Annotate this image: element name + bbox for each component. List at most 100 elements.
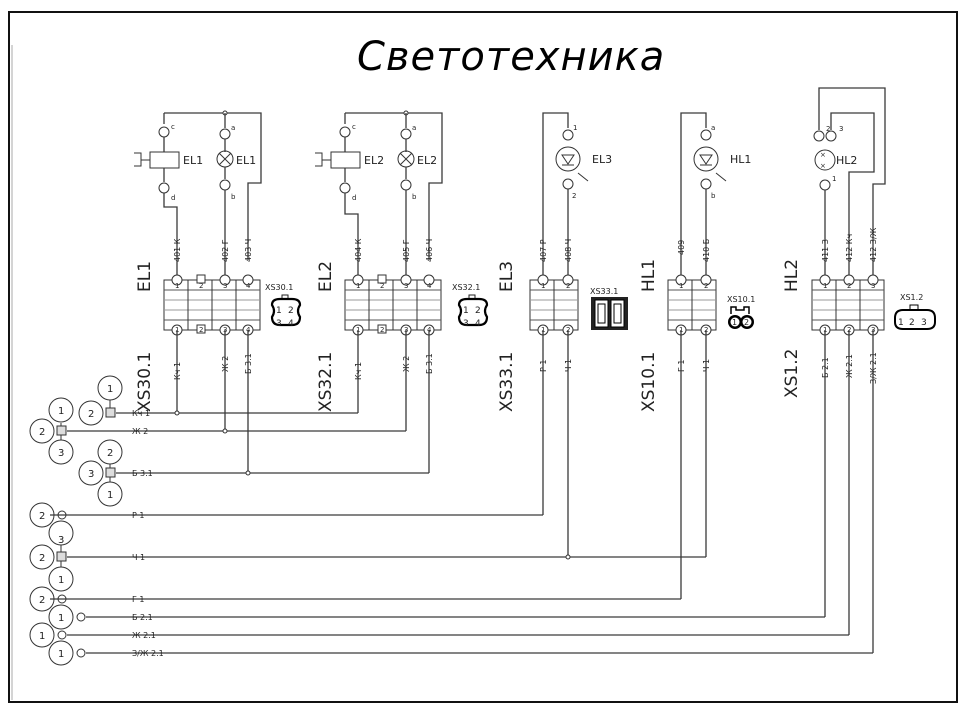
diagram-label: 411 З — [821, 239, 830, 262]
diagram-shape — [222, 428, 228, 434]
diagram-label: EL2 — [364, 154, 384, 167]
diagram-shape — [29, 418, 55, 444]
diagram-label: Р 1 — [132, 511, 144, 520]
pin-number: 2 — [380, 326, 384, 334]
diagram-shape — [565, 554, 571, 560]
junction-bubbles: 2 1 2 1 3 3 2 1 2 2 3 1 2 1 1 — [29, 375, 123, 666]
diagram-shape — [76, 612, 86, 622]
wire — [315, 152, 323, 167]
relay-coil — [330, 151, 361, 169]
diagram-label: 2 — [572, 192, 576, 200]
pin-terminal — [219, 274, 231, 286]
connector-label: XS1.2 — [782, 349, 802, 398]
wire — [218, 152, 232, 166]
diagram-shape — [97, 375, 123, 401]
diagram-shape — [339, 182, 351, 194]
diagram-shape — [78, 460, 104, 486]
connector-xs30-1: XS30.1 1 2 3 4 — [265, 283, 302, 329]
diagram-shape — [400, 128, 412, 140]
group-el2: c EL2 d a EL2 b 404 К 405 Г 406 Ч EL2 — [315, 110, 443, 292]
diagram-label: EL1 — [236, 154, 256, 167]
harness: Кч 1 Ж 2 Б 3.1 Р 1 Ч 1 Г 1 Б 2.1 Ж 2.1 З… — [50, 330, 874, 658]
diagram-shape — [561, 154, 575, 165]
pin-number: 2 — [704, 282, 708, 290]
diagram-label: a — [231, 124, 235, 132]
diagram-label: × — [820, 151, 826, 159]
diagram-label: a — [412, 124, 416, 132]
diagram-label: 403 Ч — [244, 239, 253, 262]
diagram-shape — [56, 425, 67, 436]
diagram-shape — [270, 297, 302, 327]
diagram-label: 407 Р — [539, 239, 548, 262]
wire — [134, 152, 142, 167]
diagram-shape — [742, 317, 752, 327]
diagram-label: 412 З/Ж — [869, 227, 878, 262]
pin-terminal — [242, 274, 254, 286]
diagram-label: 406 Ч — [425, 239, 434, 262]
diagram-shape — [48, 520, 74, 546]
diagram-shape — [105, 467, 116, 478]
diagram-label: a — [711, 124, 715, 132]
diagram-label: b — [412, 193, 417, 201]
diagram-label: 2 — [39, 427, 45, 438]
diagram-shape — [29, 502, 55, 528]
diagram-label: 401 К — [173, 238, 182, 262]
diagram-shape — [48, 566, 74, 592]
wire — [577, 172, 589, 182]
pin-number: 4 — [246, 282, 251, 290]
diagram-label: XS32.1 — [452, 283, 480, 292]
diagram-label: 4 — [288, 319, 294, 329]
diagram-label: Б 2.1 — [132, 613, 153, 622]
diagram-label: 1 — [276, 306, 282, 316]
diagram-shape — [613, 303, 622, 324]
led-icon — [555, 146, 581, 172]
diagram-label: HL1 — [730, 153, 751, 166]
diagram-label: 2 — [826, 125, 830, 133]
diagram-shape — [825, 130, 837, 142]
pin-terminal — [537, 274, 549, 286]
diagram-shape — [48, 604, 74, 630]
diagram-label: XS10.1 — [727, 295, 755, 304]
side-label: HL1 — [639, 259, 659, 292]
drawing-frame — [8, 11, 958, 703]
diagram-label: Б 3.1 — [132, 469, 153, 478]
connector-xs10-1: XS10.1 1 2 — [727, 295, 755, 329]
diagram-label: 1 — [58, 406, 64, 417]
diagram-shape — [57, 630, 67, 640]
diagram-label: 402 Г — [221, 239, 230, 262]
diagram-label: 404 К — [354, 238, 363, 262]
diagram-shape — [400, 179, 412, 191]
pin-terminal — [400, 274, 412, 286]
diagram-label: EL1 — [183, 154, 203, 167]
diagram-label: XS33.1 — [590, 287, 618, 296]
diagram-label: 2 — [88, 409, 94, 420]
wire — [830, 112, 875, 280]
lamp-icon — [814, 149, 836, 171]
diagram-shape — [174, 410, 180, 416]
diagram-shape — [97, 481, 123, 507]
diagram-label: 2 — [107, 448, 113, 459]
wire — [164, 112, 262, 260]
led-icon — [693, 146, 719, 172]
diagram-label: EL3 — [592, 153, 612, 166]
connector-label: XS32.1 — [316, 352, 336, 412]
diagram-shape — [245, 470, 251, 476]
diagram-label: 409 — [677, 240, 686, 255]
pin-terminal — [196, 324, 206, 334]
diagram-label: 410 Б — [702, 239, 711, 262]
diagram-label: 1 — [58, 613, 64, 624]
diagram-label: 1 — [107, 384, 113, 395]
diagram-shape — [97, 439, 123, 465]
diagram-label: 2 — [744, 318, 749, 327]
diagram-label: 3 — [88, 469, 94, 480]
pin-number: 2 — [566, 282, 570, 290]
diagram-label: З/Ж 2.1 — [132, 649, 164, 658]
connector-label: XS10.1 — [639, 352, 659, 412]
diagram-shape — [29, 586, 55, 612]
diagram-label: 2 — [39, 595, 45, 606]
diagram-label: 1 — [58, 575, 64, 586]
